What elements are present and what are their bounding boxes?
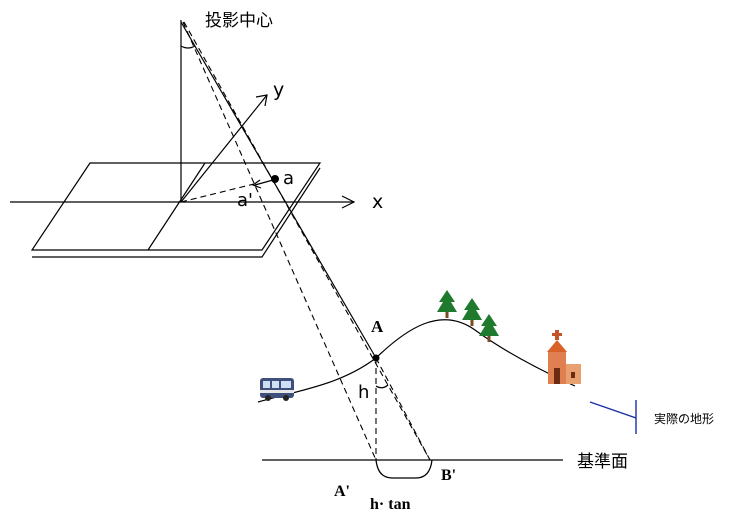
image-point-a-prime-label: a' — [237, 190, 253, 211]
ground-point-A-label: A — [371, 317, 384, 336]
y-axis — [180, 94, 268, 203]
image-point-a-label: a — [283, 168, 294, 189]
actual-terrain-label: 実際の地形 — [654, 411, 714, 426]
angle-arc-A — [375, 384, 389, 389]
photo-plane — [30, 162, 322, 251]
axis-x-label: x — [372, 191, 383, 213]
image-displacement-arrow — [254, 179, 274, 186]
reference-plane-label: 基準面 — [577, 452, 628, 472]
photo-plane-edge — [32, 167, 321, 258]
image-radial-line — [180, 182, 259, 203]
image-point-a — [271, 175, 279, 183]
church-icon — [547, 330, 581, 384]
terrain-callout-line — [589, 401, 637, 419]
terrain-profile — [257, 319, 576, 403]
y-axis-arrowhead — [255, 94, 268, 107]
axis-y-label: y — [273, 79, 284, 101]
tree-icon — [437, 290, 457, 318]
tree-icon — [479, 314, 499, 342]
displacement-bracket — [375, 459, 433, 479]
height-label: h — [358, 382, 369, 403]
x-axis-arrowhead — [341, 195, 356, 209]
bus-icon — [260, 378, 294, 401]
image-displacement-arrowhead — [251, 179, 262, 189]
A-prime-label: A' — [334, 483, 350, 500]
photo-plane-divider — [147, 162, 206, 251]
projection-center-label: 投影中心 — [205, 11, 273, 31]
tree-icon — [462, 298, 482, 326]
ray-to-B-prime — [183, 21, 431, 461]
angle-arc-top — [180, 45, 196, 49]
B-prime-label: B' — [441, 467, 456, 484]
displacement-label: h· tan — [370, 496, 411, 513]
